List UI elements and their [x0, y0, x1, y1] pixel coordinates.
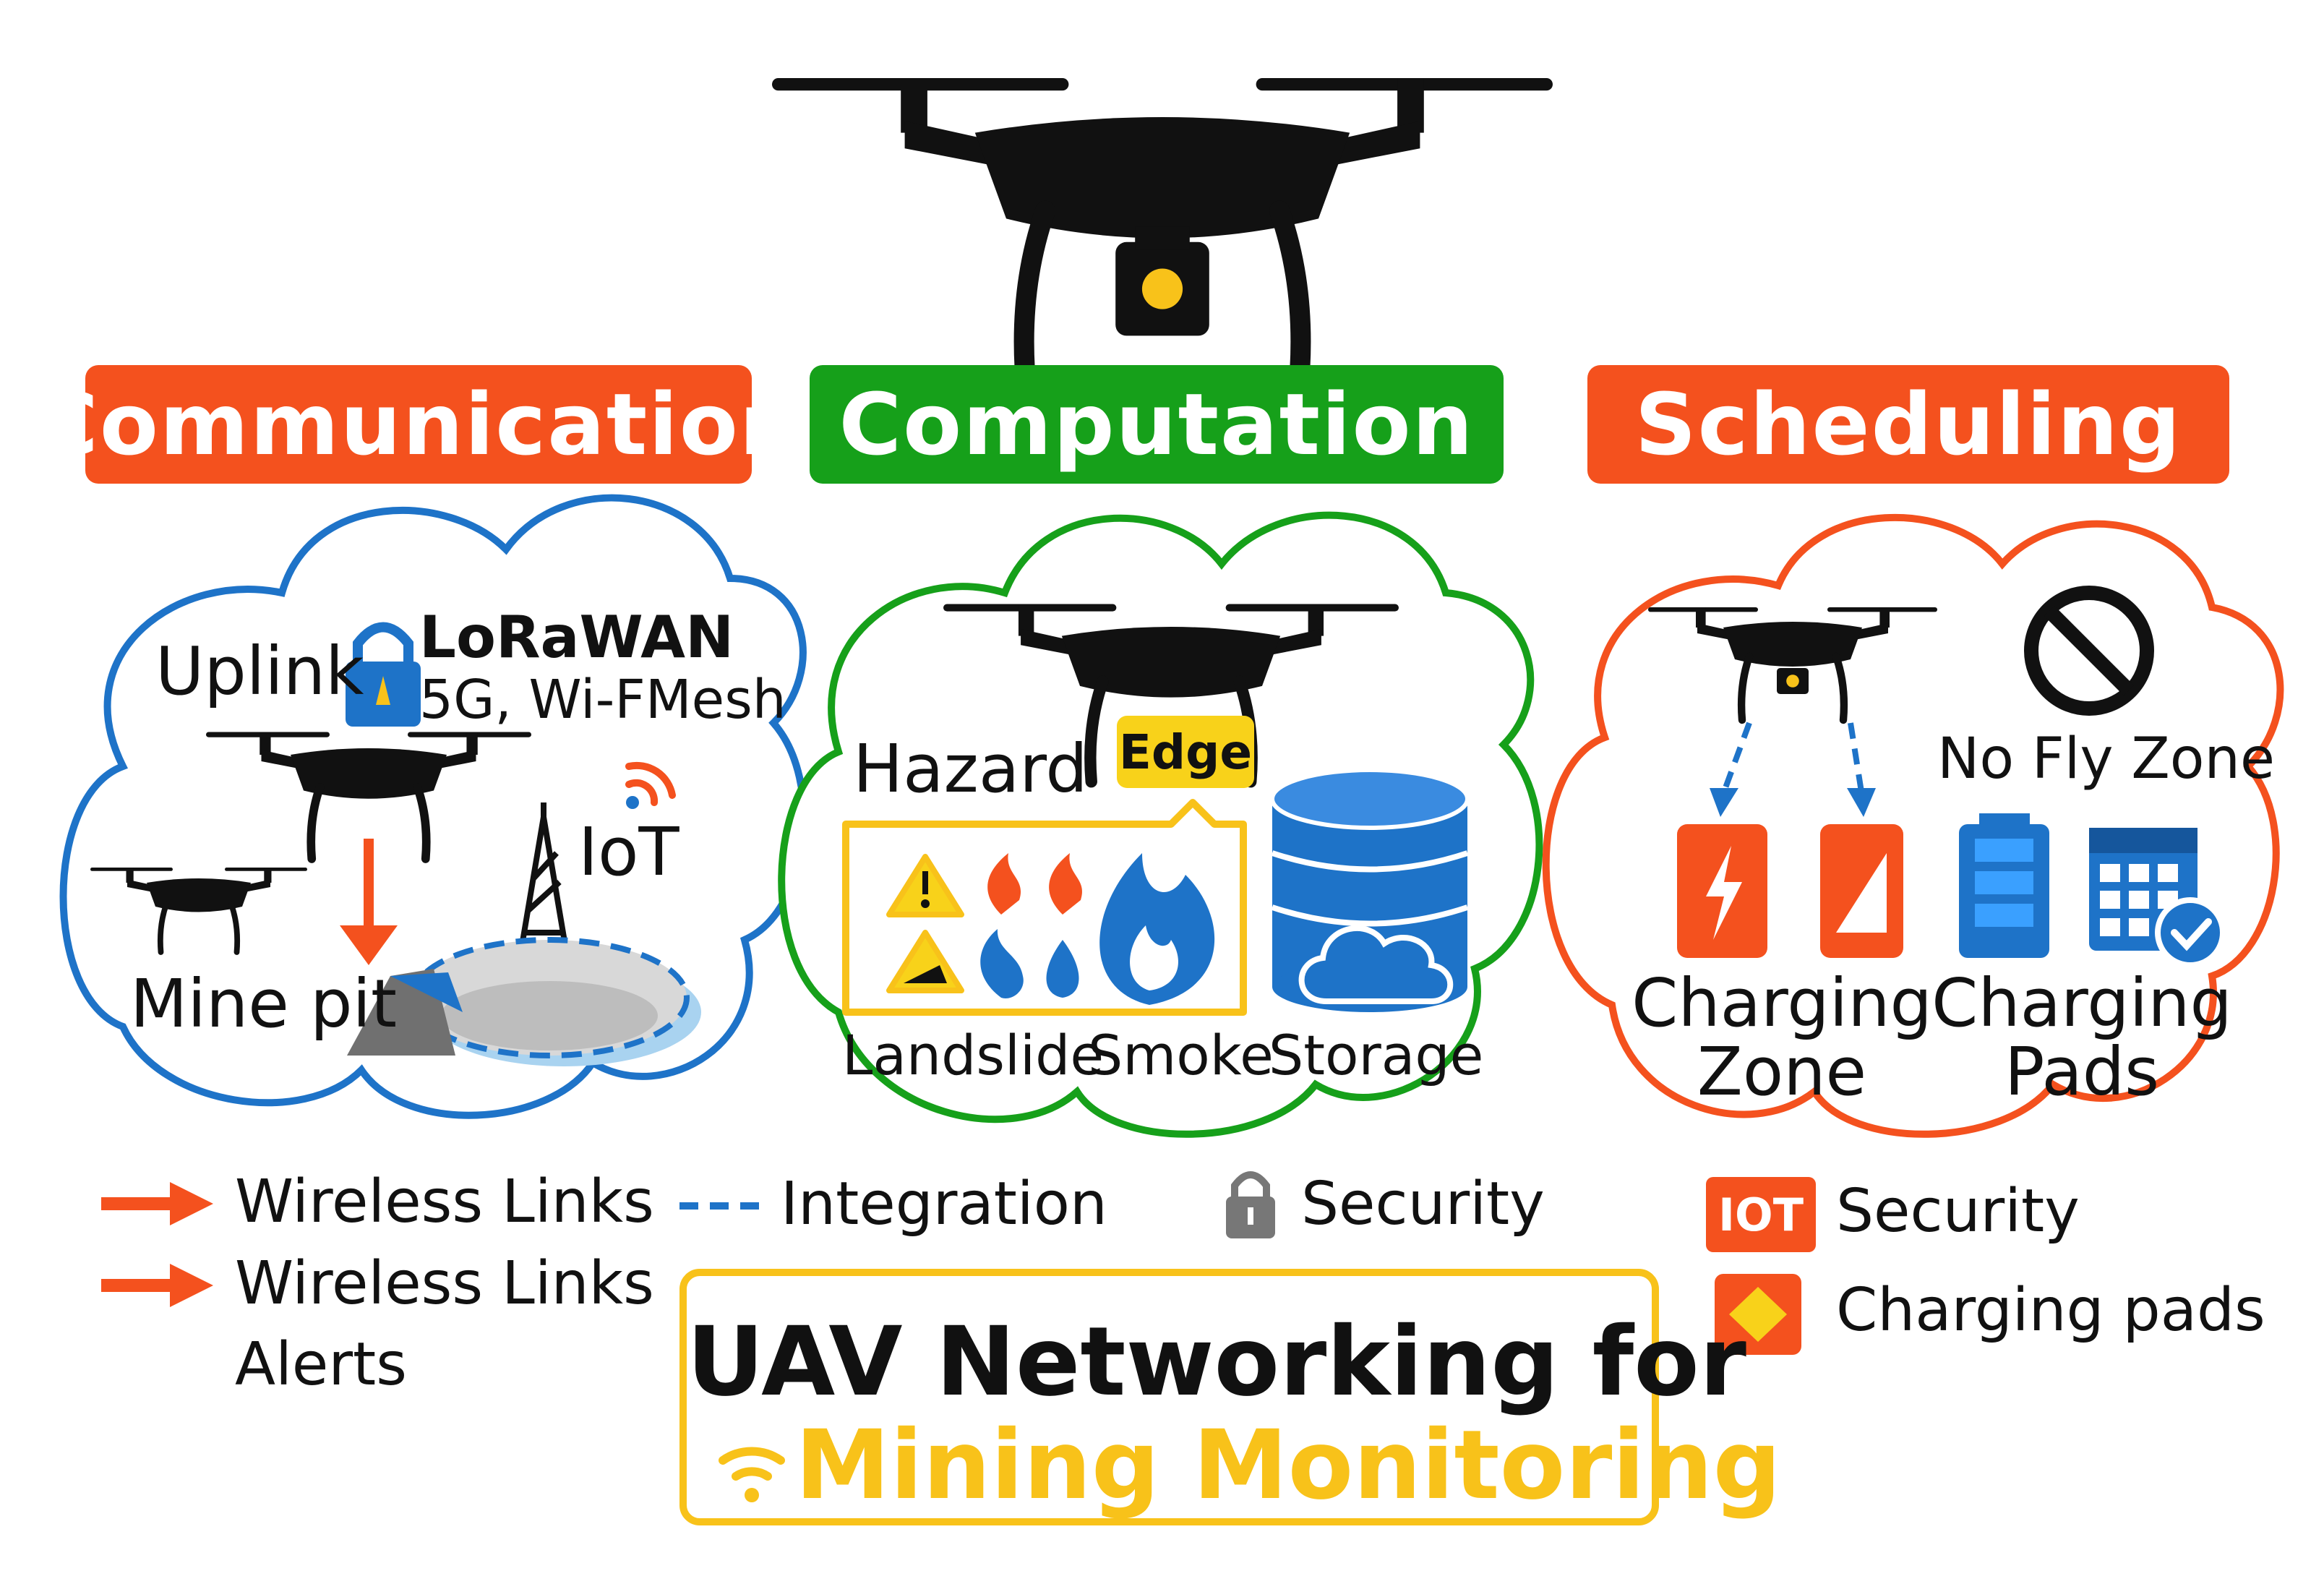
- lorawan-label: LoRaWAN: [419, 604, 734, 671]
- legend-charging-pads: Charging pads: [1836, 1276, 2265, 1345]
- large-flame-icon: [1099, 853, 1215, 1005]
- landslide-warning-icon: [886, 930, 964, 993]
- wifi-icon: [625, 761, 676, 806]
- downlink-arrow: [340, 839, 398, 965]
- communication-header: Communication: [35, 365, 800, 484]
- legend-iot-security: Security: [1836, 1177, 2080, 1246]
- charging-pad-icon: [1715, 1274, 1801, 1355]
- landslide-label: Landslide: [842, 1023, 1105, 1087]
- scheduling-header: Scheduling: [1587, 365, 2229, 484]
- cloud-icon: [1298, 925, 1454, 1004]
- scheduling-cloud: [1542, 513, 2284, 1138]
- calendar-check-icon: [2089, 828, 2226, 968]
- computation-header: Computation: [810, 365, 1504, 484]
- smoke-flame-icon: [980, 929, 1079, 998]
- tower-icon: [518, 802, 570, 955]
- full-battery-icon: [1959, 813, 2049, 958]
- battery-icon: [1820, 824, 1903, 958]
- charging-zone-label-2: Zone: [1697, 1033, 1867, 1110]
- hazard-label: Hazard: [853, 730, 1088, 808]
- no-fly-icon: [2024, 586, 2154, 716]
- charging-zone-label-1: Charging: [1631, 964, 1932, 1042]
- wireless-arrow-icon-2: [101, 1264, 213, 1307]
- storage-database-icon: [1270, 768, 1470, 1012]
- networks-label: 5G, Wi-FMesh: [419, 669, 786, 731]
- charging-pads-label-2: Pads: [2004, 1033, 2160, 1110]
- legend-iot-badge: IOT: [1706, 1177, 1816, 1252]
- mine-pit-icon: [347, 937, 701, 1066]
- mine-pit-label: Mine pit: [130, 965, 398, 1043]
- smoke-label: Smoke: [1088, 1023, 1274, 1087]
- charging-pads-label-1: Charging: [1931, 964, 2232, 1042]
- title-line-1: UAV Networking for: [687, 1306, 1746, 1418]
- title-box: UAV Networking for Mining Monitoring: [679, 1269, 1781, 1525]
- wireless-arrow-icon-1: [101, 1182, 213, 1225]
- no-fly-zone-label: No Fly Zone: [1937, 727, 2275, 792]
- legend-wireless-links-1: Wireless Links: [235, 1168, 654, 1236]
- lock-icon: [346, 622, 421, 727]
- charging-arrows: [1721, 722, 1864, 793]
- edge-badge: Edge: [1117, 716, 1254, 788]
- legend-alerts: Alerts: [235, 1330, 407, 1399]
- iot-label: IoT: [578, 813, 679, 891]
- security-lock-icon: [1226, 1171, 1275, 1238]
- title-line-2: Mining Monitoring: [795, 1410, 1782, 1521]
- wifi-signal-icon: [719, 1447, 785, 1502]
- storage-label: Storage: [1269, 1023, 1484, 1087]
- uplink-label: Uplink: [155, 633, 364, 710]
- warning-icon: [886, 854, 964, 917]
- fire-icon: [987, 853, 1083, 915]
- charging-battery-icon: [1677, 824, 1767, 958]
- legend-integration: Integration: [781, 1170, 1107, 1238]
- sched-drone-icon: [1648, 607, 1937, 720]
- legend-wireless-links-2: Wireless Links: [235, 1249, 654, 1318]
- legend-security: Security: [1301, 1170, 1545, 1238]
